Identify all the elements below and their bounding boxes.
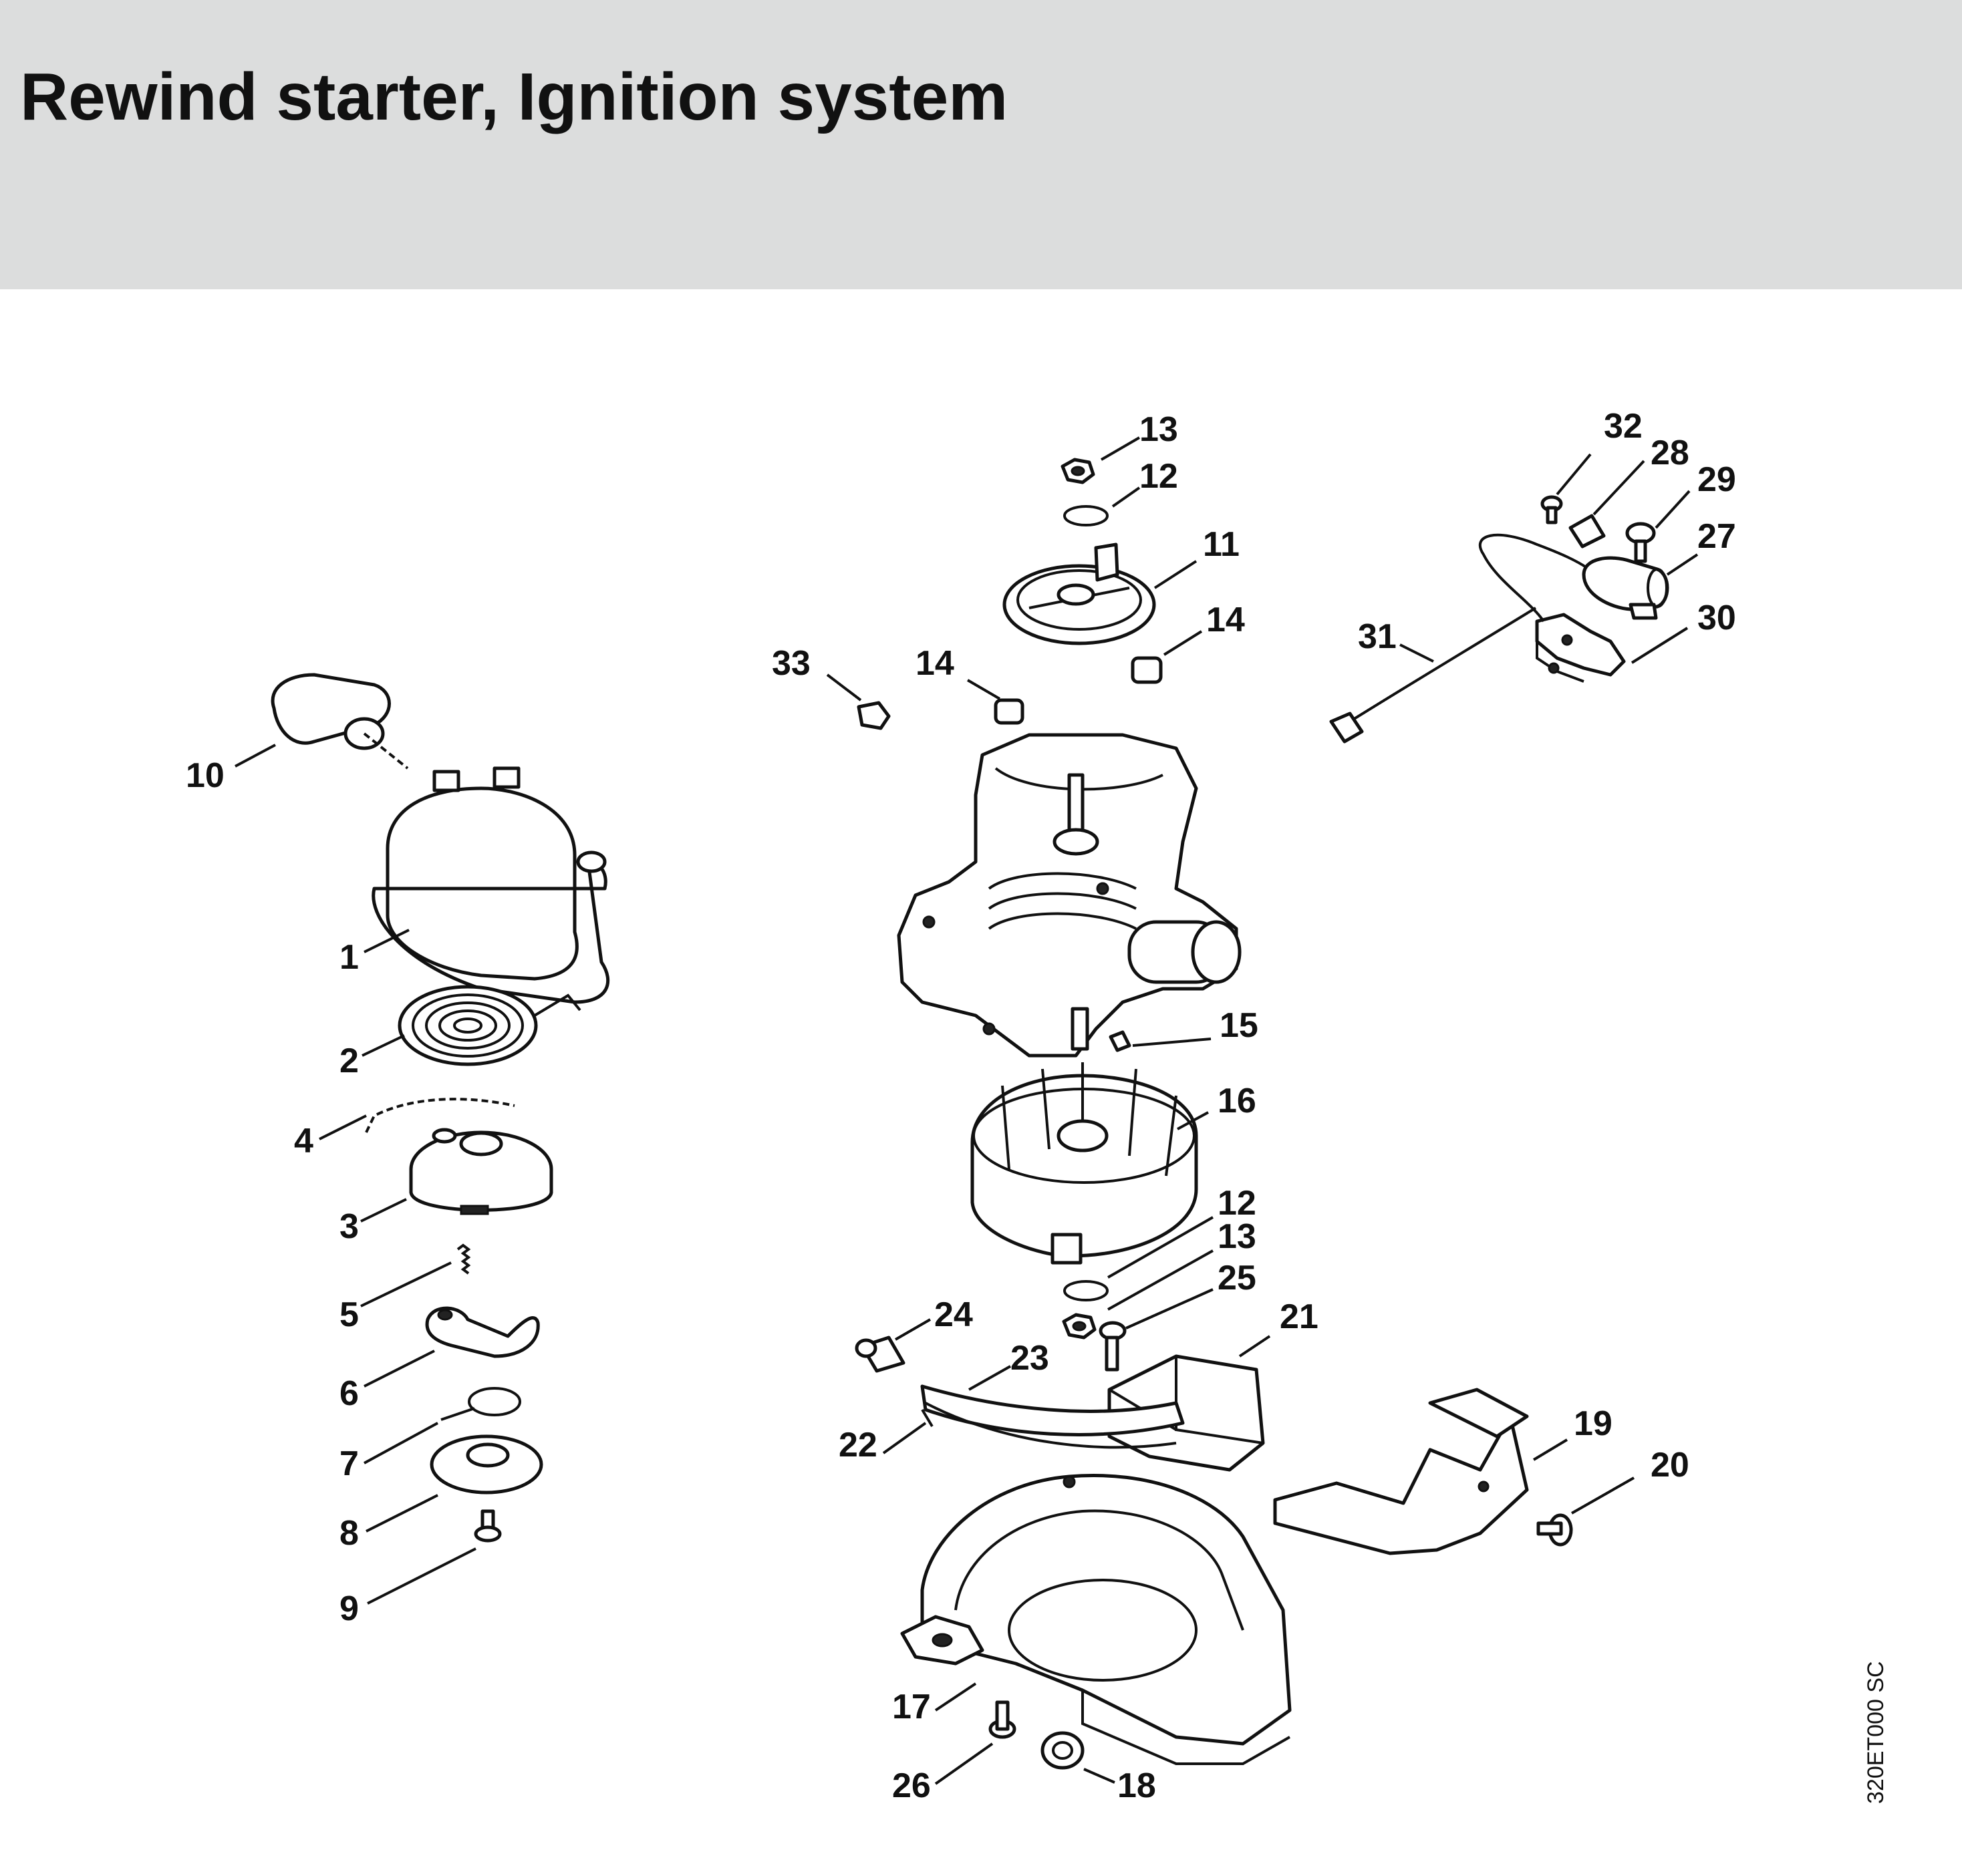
flywheel-part bbox=[970, 1062, 1209, 1265]
nut-top-part bbox=[1061, 436, 1141, 484]
callout-14b: 14 bbox=[916, 644, 954, 683]
callout-10: 10 bbox=[186, 756, 225, 795]
callout-8: 8 bbox=[339, 1514, 359, 1553]
starter-cover-part bbox=[364, 766, 609, 1022]
callout-31: 31 bbox=[1358, 617, 1397, 656]
grommet-part bbox=[1040, 1731, 1115, 1784]
starter-grip-part bbox=[235, 673, 409, 770]
callout-5: 5 bbox=[339, 1295, 359, 1334]
callout-32: 32 bbox=[1604, 407, 1643, 446]
callout-20: 20 bbox=[1651, 1446, 1689, 1484]
page-title: Rewind starter, Ignition system bbox=[20, 59, 1008, 134]
callout-18: 18 bbox=[1117, 1766, 1156, 1805]
callout-30: 30 bbox=[1697, 599, 1736, 637]
cover-plate-part bbox=[1273, 1388, 1568, 1555]
callout-13b: 13 bbox=[1218, 1217, 1256, 1256]
rope-rotor-part bbox=[319, 1098, 553, 1223]
rubber-buffer-b-part bbox=[966, 679, 1024, 725]
cover-screw-part bbox=[1536, 1476, 1635, 1547]
callout-3: 3 bbox=[339, 1207, 359, 1246]
ground-wire-part bbox=[1329, 533, 1588, 744]
rewind-spring-part bbox=[362, 985, 581, 1066]
starter-cup-part bbox=[1002, 542, 1198, 645]
spring-clip-part bbox=[364, 1387, 521, 1464]
ignition-module-part bbox=[1107, 1335, 1271, 1472]
callout-17: 17 bbox=[892, 1688, 931, 1726]
condenser-part bbox=[1582, 553, 1699, 620]
callout-9: 9 bbox=[339, 1589, 359, 1628]
callout-16: 16 bbox=[1218, 1082, 1256, 1120]
plate-part bbox=[1568, 460, 1645, 549]
callout-1: 1 bbox=[339, 938, 359, 977]
callout-4: 4 bbox=[294, 1122, 313, 1160]
spring-washer-bottom-part bbox=[1063, 1216, 1214, 1301]
callout-11: 11 bbox=[1203, 525, 1240, 564]
drawing-code: 320ET000 SC bbox=[1863, 1661, 1888, 1804]
callout-27: 27 bbox=[1697, 517, 1736, 556]
callout-24: 24 bbox=[934, 1295, 973, 1334]
callout-22: 22 bbox=[839, 1426, 877, 1464]
housing-screw-part bbox=[934, 1700, 1016, 1785]
ignition-screw-part bbox=[1099, 1288, 1214, 1372]
crankcase-part bbox=[897, 733, 1242, 1058]
ignition-lead-part bbox=[882, 1365, 1185, 1454]
fan-housing-part bbox=[900, 1473, 1292, 1765]
sleeve-part bbox=[855, 1318, 931, 1373]
callout-6: 6 bbox=[339, 1374, 359, 1413]
condenser-screw-part bbox=[1625, 490, 1691, 563]
callout-28: 28 bbox=[1651, 434, 1689, 472]
nut-bottom-part bbox=[1062, 1249, 1214, 1340]
washer-part bbox=[366, 1434, 543, 1533]
callout-15: 15 bbox=[1220, 1006, 1258, 1045]
small-screw-part bbox=[1540, 453, 1592, 524]
pawl-spring-part bbox=[360, 1243, 471, 1307]
callout-21: 21 bbox=[1280, 1297, 1318, 1336]
screw-part bbox=[367, 1509, 502, 1605]
callout-12a: 12 bbox=[1139, 457, 1178, 496]
callout-13a: 13 bbox=[1139, 410, 1178, 449]
callout-23: 23 bbox=[1010, 1339, 1049, 1378]
woodruff-key-part bbox=[1109, 1030, 1212, 1052]
callout-19: 19 bbox=[1574, 1404, 1613, 1443]
callout-29: 29 bbox=[1697, 460, 1736, 499]
rubber-buffer-a-part bbox=[1131, 630, 1203, 684]
square-nut-part bbox=[826, 673, 891, 730]
callout-14a: 14 bbox=[1206, 601, 1245, 639]
callout-7: 7 bbox=[339, 1444, 359, 1483]
pawl-part bbox=[364, 1306, 540, 1388]
callout-26: 26 bbox=[892, 1766, 931, 1805]
header-band: Rewind starter, Ignition system bbox=[0, 0, 1962, 289]
callout-2: 2 bbox=[339, 1042, 359, 1080]
callout-33: 33 bbox=[772, 644, 811, 683]
callout-12b: 12 bbox=[1218, 1184, 1256, 1223]
contact-set-part bbox=[1535, 613, 1689, 683]
spring-washer-top-part bbox=[1063, 486, 1141, 526]
callout-25: 25 bbox=[1218, 1259, 1256, 1297]
